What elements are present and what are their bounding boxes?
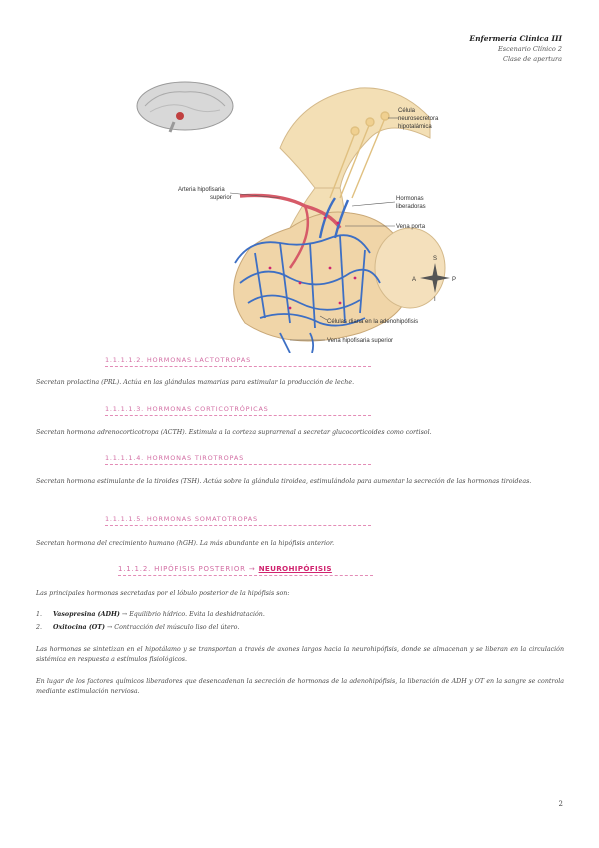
paragraph-release: En lugar de los factores químicos libera… <box>36 678 564 695</box>
paragraph-tirotropas: Secretan hormona estimulante de la tiroi… <box>36 478 532 485</box>
pituitary-diagram: S A P I Célula neurosecretora hipotalámi… <box>136 81 456 354</box>
page-number: 2 <box>558 800 563 808</box>
anterior-pituitary <box>233 211 446 342</box>
section-heading-lactotropas: 1.1.1.1.2. HORMONAS LACTOTROPAS <box>105 356 371 367</box>
section-heading-neurohipofisis: 1.1.1.2. HIPÓFISIS POSTERIOR → NEUROHIPÓ… <box>118 564 373 576</box>
label-hormones: Hormonas <box>396 196 424 202</box>
label-vein: Vena hipofisaria superior <box>327 338 393 344</box>
section-heading-corticotropicas: 1.1.1.1.3. HORMONAS CORTICOTRÓPICAS <box>105 405 371 416</box>
leader-lines <box>229 117 398 341</box>
portal-veins <box>318 197 350 239</box>
pituitary-illustration: S A P I Célula neurosecretora hipotalámi… <box>130 78 470 354</box>
label-cell-3: hipotalámica <box>398 124 432 130</box>
paragraph-intro: Las principales hormonas secretadas por … <box>36 590 290 597</box>
compass-s-label: S <box>433 256 437 262</box>
hormone-dots <box>268 216 357 310</box>
paragraph-lactotropas: Secretan prolactina (PRL). Actúa en las … <box>36 379 355 386</box>
section-heading-somatotropas: 1.1.1.1.5. HORMONAS SOMATOTROPAS <box>105 515 371 526</box>
compass-i-label: I <box>434 297 436 303</box>
brain-thumbnail <box>136 81 234 133</box>
label-cell: Célula <box>398 108 416 114</box>
header-subtitle: Escenario Clínico 2 <box>498 45 562 53</box>
paragraph-somatotropas: Secretan hormona del crecimiento humano … <box>36 540 335 547</box>
list-item: 1. Vasopresina (ADH) → Equilibrio hídrico… <box>36 611 265 618</box>
label-artery-2: superior <box>210 195 232 201</box>
label-target: Células diana en la adenohipófisis <box>327 319 418 325</box>
header-subtitle-2: Clase de apertura <box>502 55 562 63</box>
list-text: → Contracción del músculo liso del útero… <box>106 624 240 631</box>
list-number: 1. <box>36 611 43 618</box>
page-header: Enfermería Clínica III Escenario Clínico… <box>469 34 562 63</box>
header-title: Enfermería Clínica III <box>469 34 562 43</box>
neurosecretory-cells <box>329 111 390 199</box>
compass-p-label: P <box>452 277 456 283</box>
hypophyseal-artery <box>239 193 342 269</box>
list-number: 2. <box>36 624 43 631</box>
list-text: → Equilibrio hídrico. Evita la deshidrat… <box>121 611 265 618</box>
list-term: Vasopresina (ADH) <box>53 611 120 618</box>
label-cell-2: neurosecretora <box>398 116 439 122</box>
label-hormones-2: liberadoras <box>396 204 426 210</box>
paragraph-corticotropicas: Secretan hormona adrenocorticotropa (ACT… <box>36 429 432 436</box>
compass-a-label: A <box>412 277 416 283</box>
orientation-compass-icon: S A P I <box>412 256 456 303</box>
label-portal: Vena porta <box>396 224 426 230</box>
list-item: 2. Oxitocina (OT) → Contracción del múscu… <box>36 624 239 631</box>
list-term: Oxitocina (OT) <box>53 624 105 631</box>
section-heading-tirotropas: 1.1.1.1.4. HORMONAS TIROTROPAS <box>105 454 371 465</box>
capillary-network <box>234 234 381 354</box>
label-artery: Arteria hipofisaria <box>178 187 225 193</box>
section-heading-neurohipofisis-bold: NEUROHIPÓFISIS <box>258 564 332 573</box>
section-heading-posterior: 1.1.1.2. HIPÓFISIS POSTERIOR → <box>118 565 256 573</box>
paragraph-synthesis: Las hormonas se sintetizan en el hipotál… <box>36 646 564 663</box>
